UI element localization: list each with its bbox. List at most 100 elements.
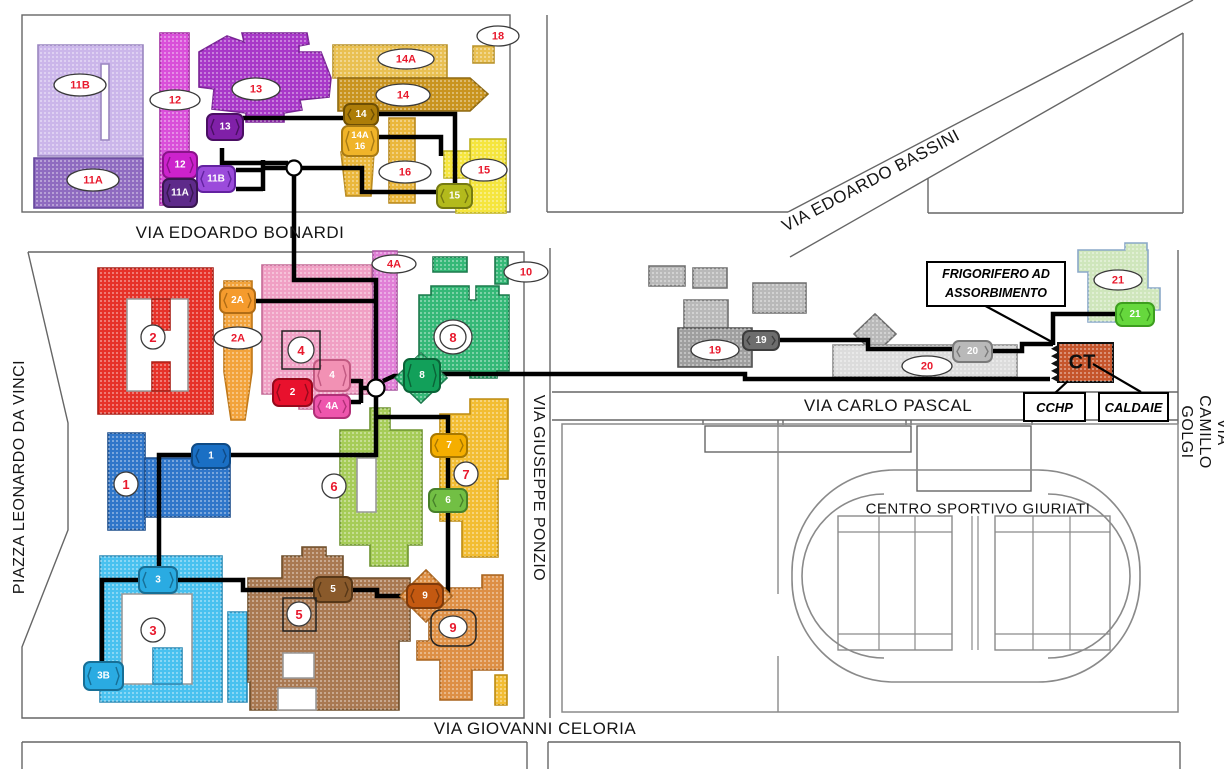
substation-label-21: 21 — [1129, 309, 1141, 320]
oval-4 — [287, 336, 315, 364]
substation-zigzag-left-11a — [166, 183, 171, 203]
substation-zigzag-left-8 — [407, 363, 412, 388]
pipe-9 — [291, 176, 379, 380]
substation-label-9: 9 — [422, 591, 428, 602]
substation-zigzag-right-2 — [304, 383, 309, 402]
building-number-1: 1 — [122, 477, 129, 492]
building-texture-3-tab — [153, 648, 182, 684]
building-texture-6 — [340, 408, 422, 566]
substation-zigzag-left-2a — [223, 292, 228, 309]
substation-zigzag-right-4a — [342, 399, 347, 414]
substation-7 — [430, 433, 468, 458]
substation-zigzag-right-11b — [227, 170, 232, 188]
substation-1 — [191, 443, 231, 469]
oval-18 — [476, 25, 520, 47]
network-junction-1 — [366, 378, 386, 398]
street-label-bonardi: VIA EDOARDO BONARDI — [135, 223, 345, 242]
building-number-4a: 4A — [387, 259, 401, 271]
pipe-24 — [779, 337, 953, 352]
pipe-26 — [1050, 311, 1116, 345]
building-texture-gray-diamond — [854, 314, 896, 354]
building-texture-7-annex — [495, 675, 507, 705]
building-texture-2-tab-n — [152, 299, 170, 330]
street-label-ponzio: VIA GIUSEPPE PONZIO — [530, 394, 547, 582]
pipe-3 — [378, 134, 444, 156]
oval-11b — [53, 73, 107, 97]
building-5-hole-a — [282, 652, 315, 679]
pipe-25 — [992, 341, 1053, 354]
street-label-celoria: VIA GIOVANNI CELORIA — [433, 719, 637, 738]
building-texture-10 — [495, 257, 508, 284]
substation-zigzag-left-12 — [166, 156, 171, 174]
oval-9 — [438, 615, 468, 639]
substation-zigzag-right-3b — [115, 666, 120, 686]
oval-20 — [901, 355, 953, 377]
building-texture-4a — [373, 251, 397, 390]
substation-zigzag-left-3b — [87, 666, 92, 686]
sports-field-1 — [994, 515, 1111, 651]
substation-zigzag-right-3 — [169, 571, 174, 589]
track-inner-arc-0 — [801, 493, 885, 659]
building-number-10: 10 — [520, 267, 532, 279]
pipe-2 — [378, 111, 458, 185]
substation-zigzag-left-6 — [432, 493, 437, 508]
oval-3 — [140, 617, 166, 643]
building-texture-3-strip — [228, 612, 247, 702]
oval-19 — [690, 339, 740, 361]
block-rect-2 — [916, 425, 1032, 492]
substation-label-11b: 11B — [207, 174, 225, 185]
substation-zigzag-right-13 — [235, 118, 240, 136]
leader-line-0 — [979, 302, 1053, 343]
substation-5 — [313, 576, 353, 603]
substation-label-4: 4 — [329, 370, 335, 381]
oval-2 — [140, 324, 166, 350]
substation-zigzag-right-7 — [459, 438, 464, 453]
building-texture-gray-a — [649, 266, 685, 286]
substation-label-6: 6 — [445, 495, 451, 506]
annotation-absorption-chiller: FRIGORIFERO AD ASSORBIMENTO — [926, 261, 1066, 307]
building-number-14a: 14A — [396, 54, 416, 66]
substation-label-14a-16: 14A — [351, 130, 369, 141]
substation-zigzag-right-2a — [247, 292, 252, 309]
pipe-16 — [440, 371, 1050, 382]
oval-12 — [149, 89, 201, 111]
substation-zigzag-left-19 — [746, 335, 751, 346]
substation-zigzag-left-15 — [440, 188, 445, 204]
substation-2 — [272, 378, 313, 407]
building-number-8: 8 — [449, 330, 456, 345]
substation-label-12: 12 — [174, 160, 186, 171]
building-texture-16-base — [341, 152, 374, 196]
pipe-17 — [156, 396, 379, 568]
sports-field-0 — [837, 515, 953, 651]
building-number-2: 2 — [149, 330, 156, 345]
building-texture-11b — [38, 45, 143, 156]
substation-zigzag-left-5 — [317, 581, 322, 598]
substation-label-4a: 4A — [326, 401, 339, 412]
pipe-22 — [177, 577, 314, 593]
substation-11b — [196, 165, 236, 193]
building-number-14: 14 — [397, 90, 410, 102]
substation-11a — [162, 178, 198, 208]
substation-zigzag-left-14a-16 — [345, 130, 350, 152]
substation-zigzag-right-1 — [222, 448, 227, 464]
building-texture-8-annex — [433, 257, 467, 272]
sports-center-label: CENTRO SPORTIVO GIURIATI — [865, 500, 1091, 518]
pipe-0 — [219, 148, 288, 166]
building-texture-gray-b — [693, 268, 727, 288]
leader-line-1 — [1053, 380, 1069, 395]
building-number-7: 7 — [462, 467, 469, 482]
oval-21 — [1093, 269, 1143, 291]
substation-label-19: 19 — [755, 335, 767, 346]
building-number-18: 18 — [492, 31, 504, 43]
substation-zigzag-left-20 — [956, 345, 961, 358]
substation-20 — [952, 340, 993, 363]
substation-zigzag-right-14a-16 — [370, 130, 375, 152]
oval-8 — [439, 324, 467, 350]
oval-10 — [503, 261, 549, 283]
ct-teeth-2 — [1051, 359, 1058, 368]
building-number-4: 4 — [297, 343, 305, 358]
substation-zigzag-left-9 — [410, 588, 415, 604]
building-number-12: 12 — [169, 95, 181, 107]
oval-4a — [371, 254, 417, 274]
